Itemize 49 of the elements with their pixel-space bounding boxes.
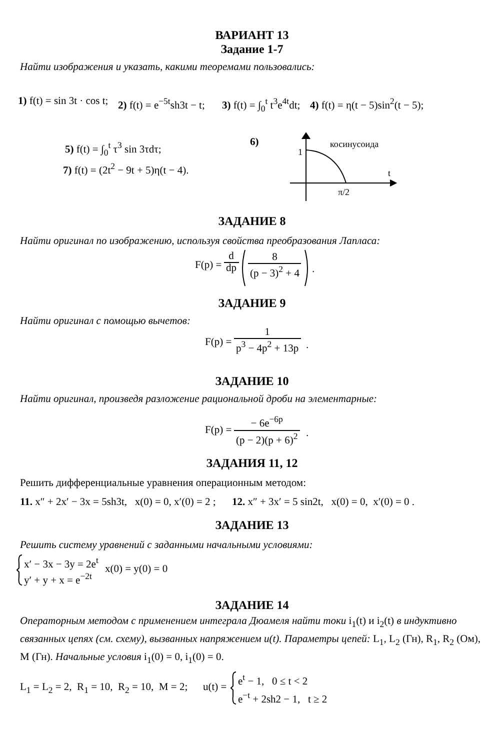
denominator: (p − 3)$^{2}$ + 4 [248,263,302,280]
formula: 1) f(t) = sin 3t · cos t; [18,96,108,107]
section-heading: ЗАДАНИЯ 11, 12 [206,456,298,471]
section-heading: ЗАДАНИЕ 10 [215,374,289,389]
section-heading: ЗАДАНИЕ 9 [218,296,286,311]
denominator: dp [224,262,238,274]
formula: 4) f(t) = η(t − 5)sin$^{2}$(t − 5); [310,96,424,112]
formula: u(t) = [203,682,227,693]
section-heading: Задание 1-7 [220,42,284,57]
section-heading: ЗАДАНИЕ 8 [218,214,286,229]
axis-tick-label: π/2 [338,187,350,197]
formula: x′ − 3x − 3y = 2e$^{t}$ [24,555,98,570]
formula: e$^{−t}$ + 2sh2 − 1, t ≥ 2 [238,690,328,706]
formula: 7) f(t) = (2t$^{2}$ − 9t + 5)η(t − 4). [63,161,189,176]
section-heading: ЗАДАНИЕ 14 [215,598,289,613]
formula: x(0) = y(0) = 0 [105,564,168,575]
formula: F(p) = [205,425,232,436]
formula: . [306,340,309,351]
numerator: 1 [264,327,271,338]
formula: 2) f(t) = e$^{−5t}$sh3t − t; [118,96,205,112]
formula: 5) f(t) = ∫$_{0}$$^{t}$ τ$^{3}$ sin 3τdτ; [65,140,162,158]
formula: 3) f(t) = ∫$_{0}$$^{t}$ t$^{3}$e$^{4t}$dt; [222,96,300,114]
instruction-text: Найти оригинал с помощью вычетов: [20,316,190,327]
item-number: 6) [250,137,259,148]
numerator: 8 [271,252,278,263]
task-paragraph: Операторным методом с применением интеграла Дюамеля найти токи i$_{1}$(t) и i$_{2}$(t) в индуктивно связанных цепях (см. схему), вызванных напряжением u(t). Параметры цепей: L$_{1}$, L$_{2}$ (Гн), R$_{1}$, R$_{2}$ (Ом), M (Гн). Начальные условия i$_{1}$(0) = 0, i$_{1}$(0) = 0. [20,615,482,668]
numerator: − 6e$^{−6p}$ [250,414,284,430]
formula: . [312,264,315,275]
curve-label: косинусоида [330,139,379,149]
instruction-text: Решить систему уравнений с заданными начальными условиями: [20,540,313,551]
formula: 11. x″ + 2x′ − 3x = 5sh3t, x(0) = 0, x′(0) = 2 ; [20,497,216,508]
section-heading: ЗАДАНИЕ 13 [215,518,289,533]
instruction-text: Решить дифференциальные уравнения операционным методом: [20,478,306,489]
formula: F(p) = [205,337,232,348]
instruction-text: Найти оригинал по изображению, используя свойства преобразования Лапласа: [20,236,380,247]
formula: e$^{t}$ − 1, 0 ≤ t < 2 [238,672,308,688]
axis-label: t [388,168,391,178]
numerator: d [228,251,235,262]
formula: 12. x″ + 3x′ = 5 sin2t, x(0) = 0, x′(0) = 0 . [232,497,415,508]
denominator: (p − 2)(p + 6)$^{2}$ [234,430,300,446]
instruction-text: Найти оригинал, произведя разложение рациональной дроби на элементарные: [20,394,378,405]
formula: F(p) = [195,260,222,271]
denominator: p$^{3}$ − 4p$^{2}$ + 13p [234,338,301,354]
axis-tick-label: 1 [298,147,302,157]
instruction-text: Найти изображения и указать, какими теоремами пользовались: [20,62,315,73]
formula: L$_{1}$ = L$_{2}$ = 2, R$_{1}$ = 10, R$_{2}$ = 10, M = 2; [20,682,188,696]
formula: y′ + y + x = e$^{−2t}$ [24,571,92,586]
title: ВАРИАНТ 13 [215,28,289,43]
formula: . [306,428,309,439]
